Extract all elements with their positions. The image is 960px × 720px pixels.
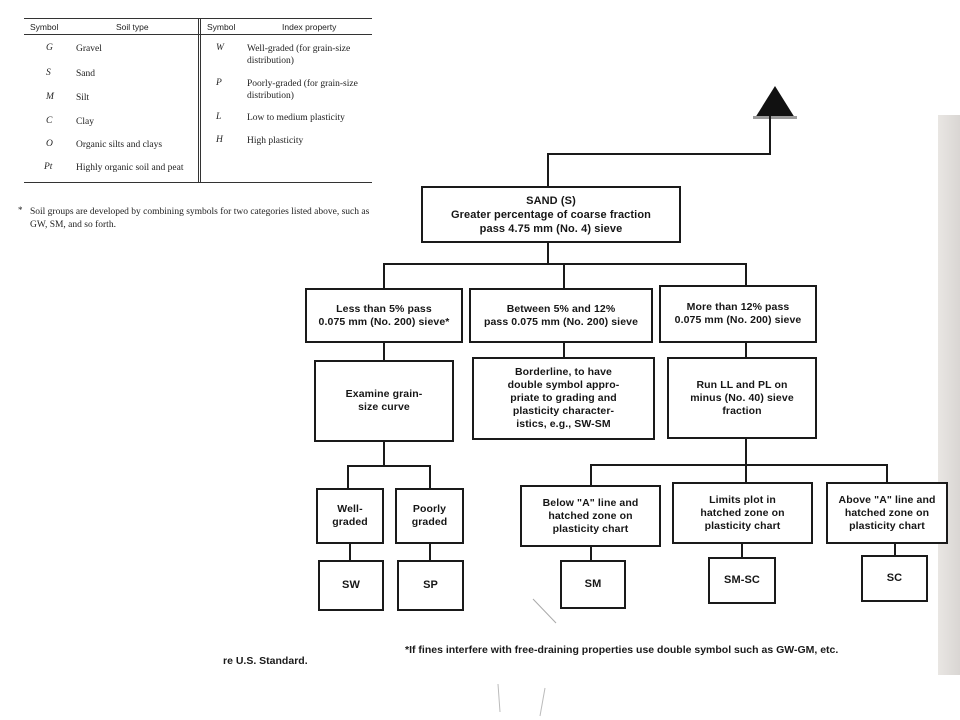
connector xyxy=(383,442,385,466)
run-ll-pl-box: Run LL and PL on minus (No. 40) sieve fr… xyxy=(667,357,817,439)
soil-symbol: C xyxy=(46,116,53,126)
soil-symbol: M xyxy=(46,92,54,102)
result-sm-sc-box: SM-SC xyxy=(708,557,776,604)
pencil-mark xyxy=(532,598,557,624)
property-line: distribution) xyxy=(247,91,294,101)
connector xyxy=(347,465,431,467)
property-line: Low to medium plasticity xyxy=(247,113,345,123)
connector xyxy=(590,464,592,486)
connector xyxy=(745,464,747,483)
connector xyxy=(429,544,431,560)
property-line: Well-graded (for grain-size xyxy=(247,44,351,54)
soil-symbol: G xyxy=(46,43,53,53)
property-symbol: P xyxy=(216,78,222,88)
below-a-line-box: Below "A" line and hatched zone on plast… xyxy=(520,485,661,547)
examine-curve-box: Examine grain- size curve xyxy=(314,360,454,442)
poorly-graded-label: Poorly graded xyxy=(411,503,448,528)
soil-name: Sand xyxy=(76,69,95,79)
connector xyxy=(894,544,896,555)
result-sw-label: SW xyxy=(342,579,360,591)
below-a-line-label: Below "A" line and hatched zone on plast… xyxy=(542,496,639,535)
connector xyxy=(563,343,565,357)
hatched-zone-box: Limits plot in hatched zone on plasticit… xyxy=(672,482,813,544)
connector xyxy=(383,263,385,288)
result-sp-label: SP xyxy=(423,579,438,591)
borderline-box: Borderline, to have double symbol appro-… xyxy=(472,357,655,440)
soil-name: Silt xyxy=(76,93,90,103)
connector xyxy=(429,465,431,489)
connector xyxy=(547,153,771,155)
fines-footnote: *If fines interfere with free-draining p… xyxy=(405,644,839,656)
soil-symbol: Pt xyxy=(44,162,53,172)
connector xyxy=(745,439,747,465)
table-footnote: * Soil groups are developed by combining… xyxy=(18,205,386,232)
header-index-property: Index property xyxy=(282,22,337,32)
fines-5to12-box: Between 5% and 12% pass 0.075 mm (No. 20… xyxy=(469,288,653,343)
connector xyxy=(563,263,565,288)
arrow-base xyxy=(753,116,797,119)
up-arrow-icon xyxy=(755,86,795,118)
soil-symbol-table: Symbol Soil type Symbol Index property G… xyxy=(18,18,374,186)
examine-curve-label: Examine grain- size curve xyxy=(345,388,423,413)
page-edge-shadow xyxy=(938,115,960,675)
soil-name: Clay xyxy=(76,117,94,127)
connector xyxy=(745,343,747,357)
property-line: High plasticity xyxy=(247,136,304,146)
connector xyxy=(547,153,549,186)
soil-symbol: O xyxy=(46,139,53,149)
run-ll-pl-label: Run LL and PL on minus (No. 40) sieve fr… xyxy=(690,378,794,417)
fines-lt5-label: Less than 5% pass 0.075 mm (No. 200) sie… xyxy=(318,302,450,328)
soil-name: Organic silts and clays xyxy=(76,140,163,150)
table-divider xyxy=(198,18,201,183)
connector xyxy=(349,544,351,560)
header-symbol-left: Symbol xyxy=(30,22,59,32)
property-line: distribution) xyxy=(247,56,294,66)
property-line: Poorly-graded (for grain-size xyxy=(247,79,358,89)
connector xyxy=(769,116,771,154)
property-symbol: W xyxy=(216,43,224,53)
fines-5to12-label: Between 5% and 12% pass 0.075 mm (No. 20… xyxy=(483,302,639,328)
connector xyxy=(745,263,747,288)
borderline-label: Borderline, to have double symbol appro-… xyxy=(507,366,620,430)
connector xyxy=(741,544,743,557)
header-symbol-right: Symbol xyxy=(207,22,236,32)
above-a-line-box: Above "A" line and hatched zone on plast… xyxy=(826,482,948,544)
connector xyxy=(590,464,888,466)
soil-symbol: S xyxy=(46,68,51,78)
soil-name: Gravel xyxy=(76,44,102,54)
root-sand-label: SAND (S) Greater percentage of coarse fr… xyxy=(451,194,651,235)
result-sc-label: SC xyxy=(886,572,903,584)
result-sc-box: SC xyxy=(861,555,928,602)
poorly-graded-box: Poorly graded xyxy=(395,488,464,544)
hatched-zone-label: Limits plot in hatched zone on plasticit… xyxy=(700,493,785,532)
property-symbol: L xyxy=(216,112,222,122)
root-sand-box: SAND (S) Greater percentage of coarse fr… xyxy=(421,186,681,243)
fines-lt5-box: Less than 5% pass 0.075 mm (No. 200) sie… xyxy=(305,288,463,343)
pencil-mark xyxy=(497,683,546,717)
result-sm-sc-label: SM-SC xyxy=(724,574,760,586)
soil-name: Highly organic soil and peat xyxy=(76,163,184,173)
result-sp-box: SP xyxy=(397,560,464,611)
connector xyxy=(590,547,592,560)
well-graded-label: Well- graded xyxy=(332,503,368,528)
result-sm-box: SM xyxy=(560,560,626,609)
connector xyxy=(886,464,888,483)
connector xyxy=(347,465,349,489)
header-soil-type: Soil type xyxy=(116,22,149,32)
footnote-text: Soil groups are developed by combining s… xyxy=(30,207,370,230)
connector xyxy=(383,263,747,265)
connector xyxy=(383,343,385,360)
property-symbol: H xyxy=(216,135,223,145)
result-sw-box: SW xyxy=(318,560,384,611)
us-standard-note: re U.S. Standard. xyxy=(223,655,308,667)
result-sm-label: SM xyxy=(584,578,602,590)
above-a-line-label: Above "A" line and hatched zone on plast… xyxy=(838,493,936,532)
fines-gt12-box: More than 12% pass 0.075 mm (No. 200) si… xyxy=(659,285,817,343)
fines-gt12-label: More than 12% pass 0.075 mm (No. 200) si… xyxy=(674,301,802,326)
well-graded-box: Well- graded xyxy=(316,488,384,544)
footnote-mark: * xyxy=(18,205,23,215)
connector xyxy=(547,243,549,263)
